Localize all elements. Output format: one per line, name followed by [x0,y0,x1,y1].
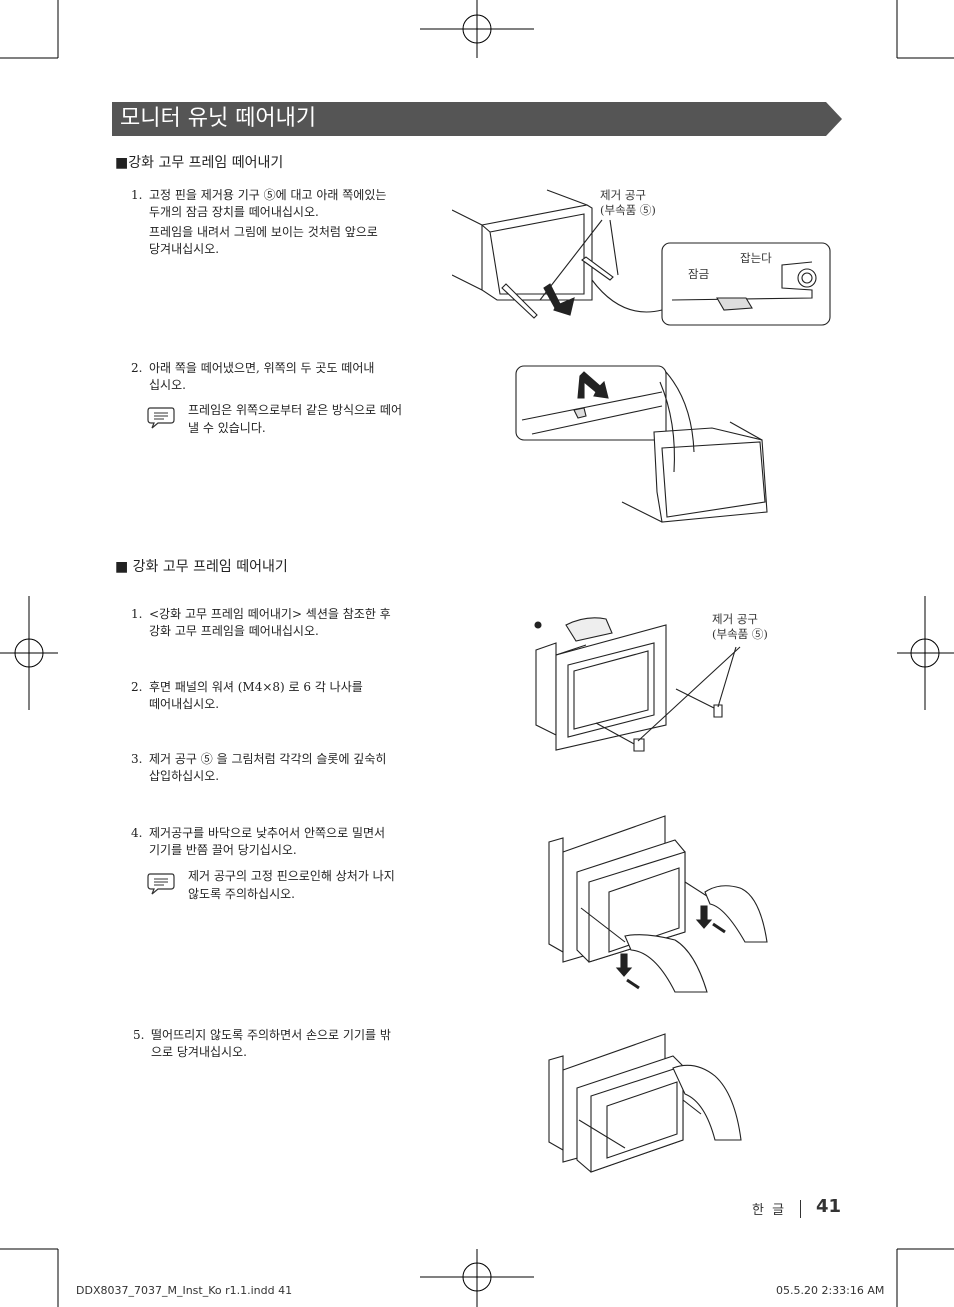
s2-step5-num: 5. [133,1028,145,1042]
page-title: 모니터 유닛 떼어내기 [112,102,826,136]
s2-step4-line-b: 기기를 반쯤 끌어 당기십시오. [149,843,297,857]
s2-step1-line-b: 강화 고무 프레임을 떼어내십시오. [149,624,319,638]
s2-step5-line-b: 으로 당겨내십시오. [151,1045,247,1059]
note-icon [147,407,175,429]
s2-step2-num: 2. [131,680,143,694]
fig3-label-acc: (부속품 ⑤) [712,627,768,641]
s2-step4-line-a: 제거공구를 바닥으로 낮추어서 안쪽으로 밀면서 [149,826,386,840]
s2-step3-line-a: 제거 공구 ⑤ 을 그림처럼 각각의 슬롯에 깊숙히 [149,752,387,766]
s2-step5: 5. 떨어뜨리지 않도록 주의하면서 손으로 기기를 밖 으로 당겨내십시오. [133,1027,443,1061]
s2-note-line-a: 제거 공구의 고정 핀으로인해 상처가 나지 [188,869,395,883]
footer-date: 05.5.20 2:33:16 AM [776,1284,885,1297]
s1-step1-line-a: 고정 핀을 제거용 기구 ⑤에 대고 아래 쪽에있는 [149,188,387,202]
s1-step2: 2. 아래 쪽을 떼어냈으면, 위쪽의 두 곳도 떼어내 십시오. [131,360,441,394]
footer-file: DDX8037_7037_M_Inst_Ko r1.1.indd 41 [76,1284,293,1297]
figure-unit-pull-half [548,815,768,993]
figure-unit-tools: 제거 공구 (부속품 ⑤) [534,612,768,752]
s1-note: 프레임은 위쪽으로부터 같은 방식으로 떼어 낼 수 있습니다. [188,401,402,437]
s2-step1: 1. <강화 고무 프레임 떼어내기> 섹션을 참조한 후 강화 고무 프레임을… [131,606,441,640]
s2-step3: 3. 제거 공구 ⑤ 을 그림처럼 각각의 슬롯에 깊숙히 삽입하십시오. [131,751,441,785]
s1-step1-line-d: 당겨내십시오. [149,242,220,256]
s1-note-line-b: 낼 수 있습니다. [188,421,266,435]
s1-step1-line-c: 프레임을 내려서 그림에 보이는 것처럼 앞으로 [149,225,378,239]
page-number: 41 [816,1196,842,1217]
s1-step2-line-b: 십시오. [149,378,186,392]
section2-heading: ■ 강화 고무 프레임 떼어내기 [115,559,288,575]
s1-note-line-a: 프레임은 위쪽으로부터 같은 방식으로 떼어 [188,403,402,417]
figure-frame-removal-1: 제거 공구 (부속품 ⑤) 잠금 잡는다 [452,188,831,326]
s2-note-line-b: 않도록 주의하십시오. [188,887,295,901]
s2-step5-line-a: 떨어뜨리지 않도록 주의하면서 손으로 기기를 밖 [151,1028,391,1042]
figure-unit-pull-out [548,1033,742,1173]
s2-step4-num: 4. [131,826,143,840]
title-arrow [826,102,842,136]
s1-step1-line-b: 두개의 잠금 장치를 떼어내십시오. [149,205,319,219]
figure-frame-removal-2 [515,365,768,523]
fig1-label-tool: 제거 공구 [600,188,646,202]
page-lang: 한 글 [752,1203,787,1218]
s2-step1-num: 1. [131,607,143,621]
s2-step2-line-b: 떼어내십시오. [149,697,220,711]
s2-step4: 4. 제거공구를 바닥으로 낮추어서 안쪽으로 밀면서 기기를 반쯤 끌어 당기… [131,825,441,859]
s2-step1-line-a: <강화 고무 프레임 떼어내기> 섹션을 참조한 후 [149,607,391,621]
fig3-label-tool: 제거 공구 [712,612,758,626]
section1-heading: ■강화 고무 프레임 떼어내기 [115,155,284,171]
s1-step2-num: 2. [131,361,143,375]
s2-step2-line-a: 후면 패널의 워셔 (M4×8) 로 6 각 나사를 [149,680,363,694]
s1-step1-num: 1. [131,188,143,202]
s1-step1: 1. 고정 핀을 제거용 기구 ⑤에 대고 아래 쪽에있는 두개의 잠금 장치를… [131,187,441,258]
s2-step3-num: 3. [131,752,143,766]
fig1-label-acc: (부속품 ⑤) [600,203,656,217]
s2-step2: 2. 후면 패널의 워셔 (M4×8) 로 6 각 나사를 떼어내십시오. [131,679,441,713]
note-icon [147,873,175,895]
s2-step3-line-b: 삽입하십시오. [149,769,220,783]
s2-note: 제거 공구의 고정 핀으로인해 상처가 나지 않도록 주의하십시오. [188,867,395,903]
fig1-label-hold: 잡는다 [740,251,772,265]
fig1-label-lock: 잠금 [688,267,709,281]
page-divider [800,1200,801,1218]
s1-step2-line-a: 아래 쪽을 떼어냈으면, 위쪽의 두 곳도 떼어내 [149,361,375,375]
